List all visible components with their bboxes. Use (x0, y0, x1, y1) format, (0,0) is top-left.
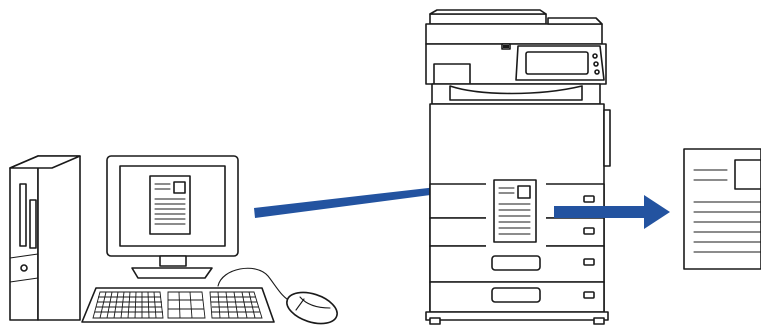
keyboard-keys (93, 292, 262, 318)
document-image-box (735, 160, 761, 189)
drive-slot (30, 200, 36, 248)
drive-slot (20, 184, 26, 246)
document-icon (684, 149, 761, 269)
power-button (21, 265, 27, 271)
computer-tower (38, 156, 80, 320)
monitor-stand (160, 256, 186, 266)
screen-document-icon (150, 176, 190, 234)
mouse-icon (283, 287, 341, 327)
touch-screen (526, 52, 588, 74)
document-feeder (426, 24, 602, 44)
status-light (503, 45, 509, 48)
desktop-computer-icon (10, 156, 341, 327)
multifunction-printer-icon (426, 10, 610, 324)
printer-document-icon (486, 176, 546, 248)
